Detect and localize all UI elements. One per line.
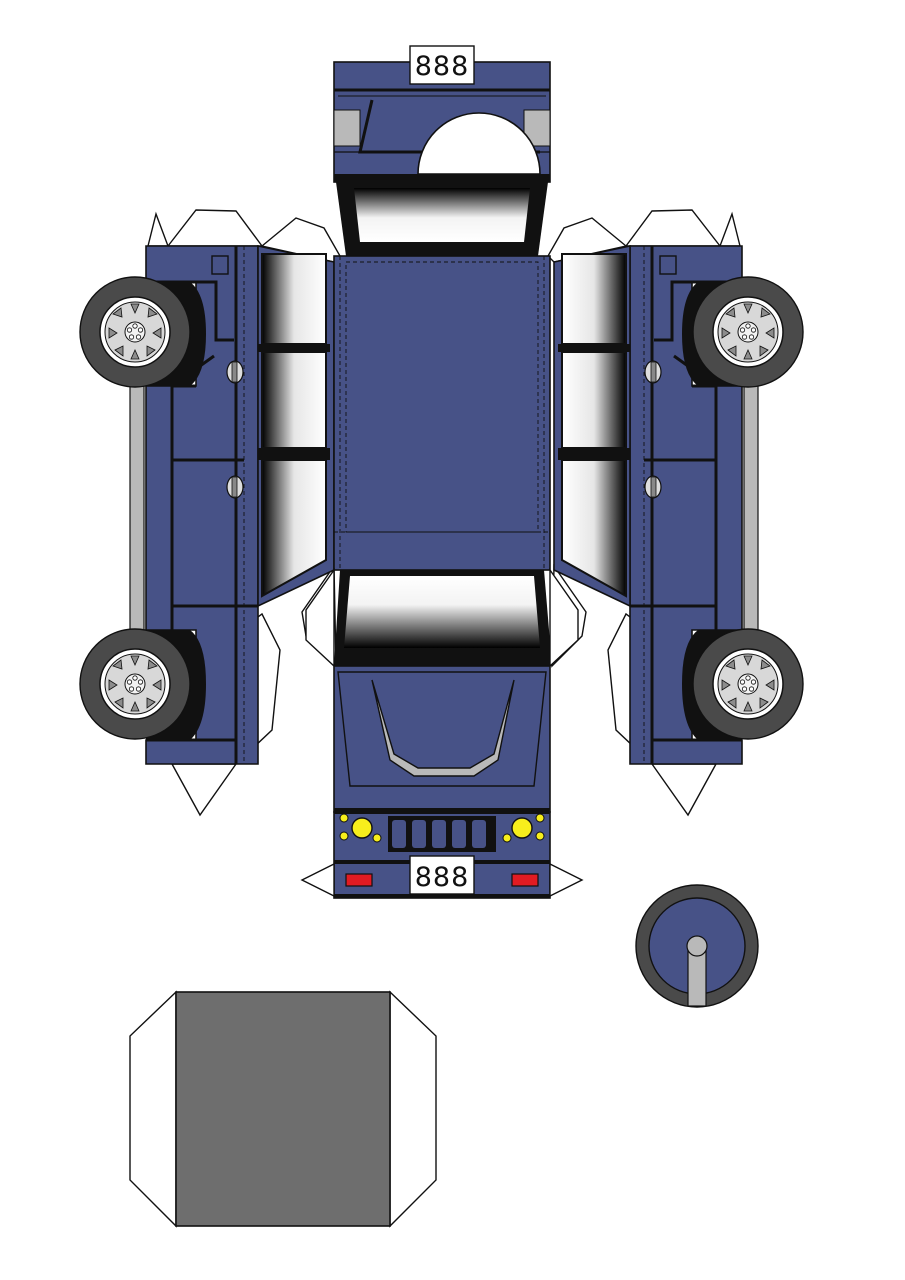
grille-slot: [452, 820, 466, 848]
left-front-wheel: [79, 276, 206, 388]
right-headlight: [502, 813, 545, 843]
hood-scoop: [371, 679, 515, 777]
rear-window-panel: [336, 182, 548, 256]
left-headlight: [339, 813, 382, 843]
left-indicator-light: [345, 873, 373, 887]
rear-license-plate: [409, 45, 475, 85]
spare-tire-piece: [635, 884, 759, 1008]
hood-panel: [333, 665, 551, 813]
base-stand-piece: [129, 990, 437, 1228]
grille-slot: [432, 820, 446, 848]
right-rear-wheel: [682, 628, 804, 740]
front-license-plate-number: 888: [415, 862, 470, 893]
left-rear-wheel: [79, 628, 206, 740]
windshield-panel: [334, 570, 552, 666]
windshield-right-tab: [549, 567, 579, 668]
grille-slot: [392, 820, 406, 848]
rear-panel: 888: [333, 45, 551, 183]
right-indicator-light: [511, 873, 539, 887]
right-front-wheel: [682, 276, 804, 388]
front-license-plate: [409, 855, 475, 895]
spare-tire-cutout: [417, 112, 541, 175]
front-grille-panel: 888: [300, 808, 584, 899]
grille-slot: [472, 820, 486, 848]
rear-license-plate-number: 888: [415, 51, 470, 82]
windshield-left-tab: [305, 567, 335, 668]
roof-panel: [333, 255, 551, 571]
grille-slot: [412, 820, 426, 848]
